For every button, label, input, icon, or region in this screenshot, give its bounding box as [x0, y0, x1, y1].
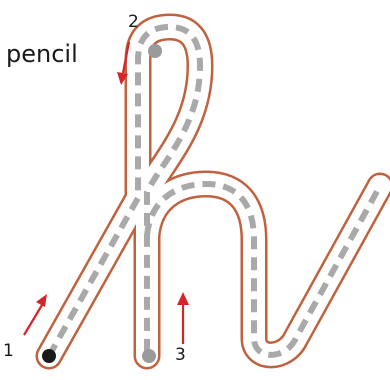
word-label: pencil: [6, 40, 78, 68]
direction-arrow-1: [23, 294, 47, 336]
step-number-1: 1: [3, 341, 14, 361]
start-dot-1: [42, 349, 56, 363]
direction-arrow-2: [117, 41, 131, 85]
dashed-guide-line: [144, 181, 383, 358]
direction-arrow-3: [177, 292, 189, 344]
step-number-2: 2: [128, 12, 139, 32]
step-number-3: 3: [175, 345, 186, 365]
dashed-guide-line: [46, 24, 203, 358]
start-dot-3: [142, 349, 156, 363]
start-dot-2: [148, 44, 162, 58]
